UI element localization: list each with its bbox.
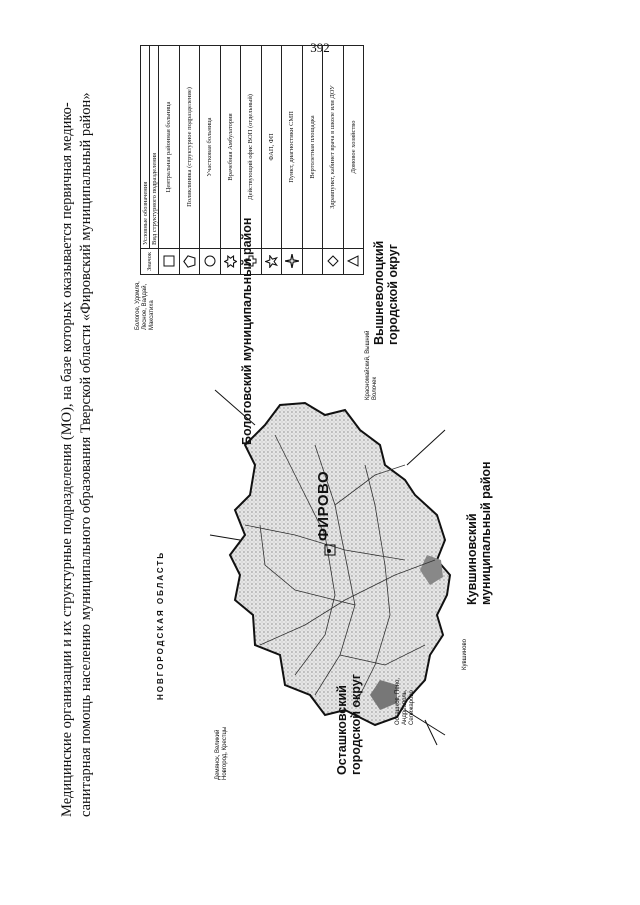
page-title: Медицинские организации и их структурные… [59,92,94,817]
page-number: 392 [310,40,330,55]
legend-row: ФАП, ФП [261,45,282,275]
cross-icon [240,248,261,275]
legend-row: Участковая больница [199,45,220,275]
helipad-icon [302,248,323,275]
district-map [209,389,452,746]
darker-area [420,555,443,585]
legend-row: Врачебная Амбулатория [220,45,241,275]
district-label-kuvshinovsky: Кувшиновский муниципальный район [465,461,493,605]
legend-label: Центральная районная больница [158,45,179,249]
legend-row: Здравпункт, кабинет врача в школе или ДО… [322,45,343,275]
legend-row: Пункт, диагностики СМП [281,45,302,275]
circle-icon [327,549,331,553]
circle-icon [199,248,220,275]
legend-label: Врачебная Амбулатория [220,45,241,249]
legend-row: Вертолетная площадка [302,45,323,275]
sparkle-icon [281,248,302,275]
legend-header-caption: Условные обозначения [140,45,150,249]
district-label-ostashkovsky: Осташковский городской округ [335,674,363,775]
label-vyshnevolotsky-arrow: Красномайский, Вышний Волочек [365,330,378,400]
diamond-icon [322,248,343,275]
square-icon [324,544,336,556]
route-arrows [209,389,446,746]
darker-area [370,680,397,710]
legend-label: ФАП, ФП [261,45,282,249]
legend-row: Поликлиника (структурное подразделение) [179,45,200,275]
legend-table: Значок Условные обозначения Вид структур… [140,45,364,275]
district-boundary [228,401,452,727]
label-novgorod-arrow: Демянск, Великий Новгород, Крестцы [215,726,228,780]
road-network [244,434,436,706]
legend-row: Домовое хозяйство [343,45,364,275]
legend-label: Здравпункт, кабинет врача в школе или ДО… [322,45,343,249]
star-icon [261,248,282,275]
region-label-novgorod: НОВГОРОДСКАЯ ОБЛАСТЬ [156,550,165,700]
label-ostashkov-arrow: Осташков, Пено, Андреаполь, Селижарово [395,677,415,725]
legend-subheader-row: Вид структурного подразделения [149,45,159,275]
district-label-vyshnevolotsky: Вышневолоцкий городской округ [372,240,400,345]
legend-row: Действующий офис ВОП (отдельный) [240,45,261,275]
city-label: ФИРОВО [315,470,332,541]
square-icon [158,248,179,275]
label-top-right: Бологое, Удомля, Лесное, Валдай, Максати… [135,281,155,330]
legend-header-sub: Вид структурного подразделения [149,45,159,249]
legend-label: Домовое хозяйство [343,45,364,249]
pentagon-icon [179,248,200,275]
triangle-icon [343,248,364,275]
label-kuvshinovo-arrow: Кувшиново [462,639,468,670]
star-six-icon [220,248,241,275]
legend-row: Центральная районная больница [158,45,179,275]
district-label-bologovsky: Бологовский муниципальный район [240,217,254,445]
legend-header-row: Значок Условные обозначения [140,45,159,275]
legend-label: Участковая больница [199,45,220,249]
legend-header-symbol: Значок [140,248,159,275]
legend-label: Поликлиника (структурное подразделение) [179,45,200,249]
legend-label: Пункт, диагностики СМП [281,45,302,249]
legend-label: Вертолетная площадка [302,45,323,249]
